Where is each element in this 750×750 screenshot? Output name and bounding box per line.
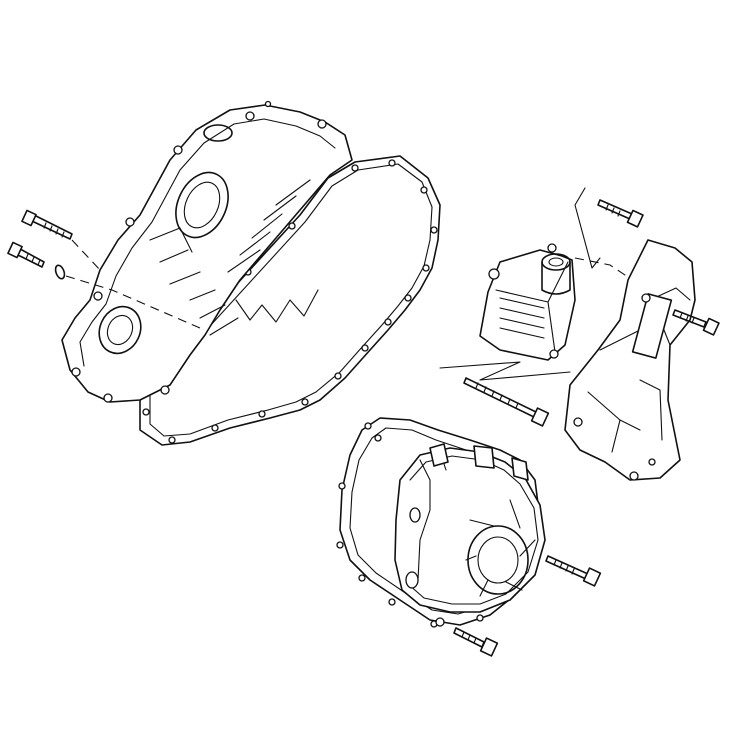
sprocket-cover	[479, 243, 576, 361]
cover-bracket	[564, 239, 696, 481]
bolt-icon	[21, 209, 73, 240]
washer-icon	[54, 264, 66, 280]
bolt-icon	[597, 199, 644, 228]
bolt-icon	[463, 377, 550, 427]
break-line-icon	[439, 361, 571, 381]
bolt-icon	[7, 241, 45, 268]
bolt-icon	[672, 309, 720, 336]
bolt-icon	[545, 555, 602, 587]
break-line-icon	[574, 187, 601, 269]
generator-cover	[394, 443, 546, 627]
bolt-icon	[453, 627, 499, 657]
clutch-cover-gasket	[139, 155, 441, 446]
alignment-line	[65, 239, 201, 329]
clutch-cover	[61, 100, 353, 403]
alignment-line	[574, 257, 641, 286]
